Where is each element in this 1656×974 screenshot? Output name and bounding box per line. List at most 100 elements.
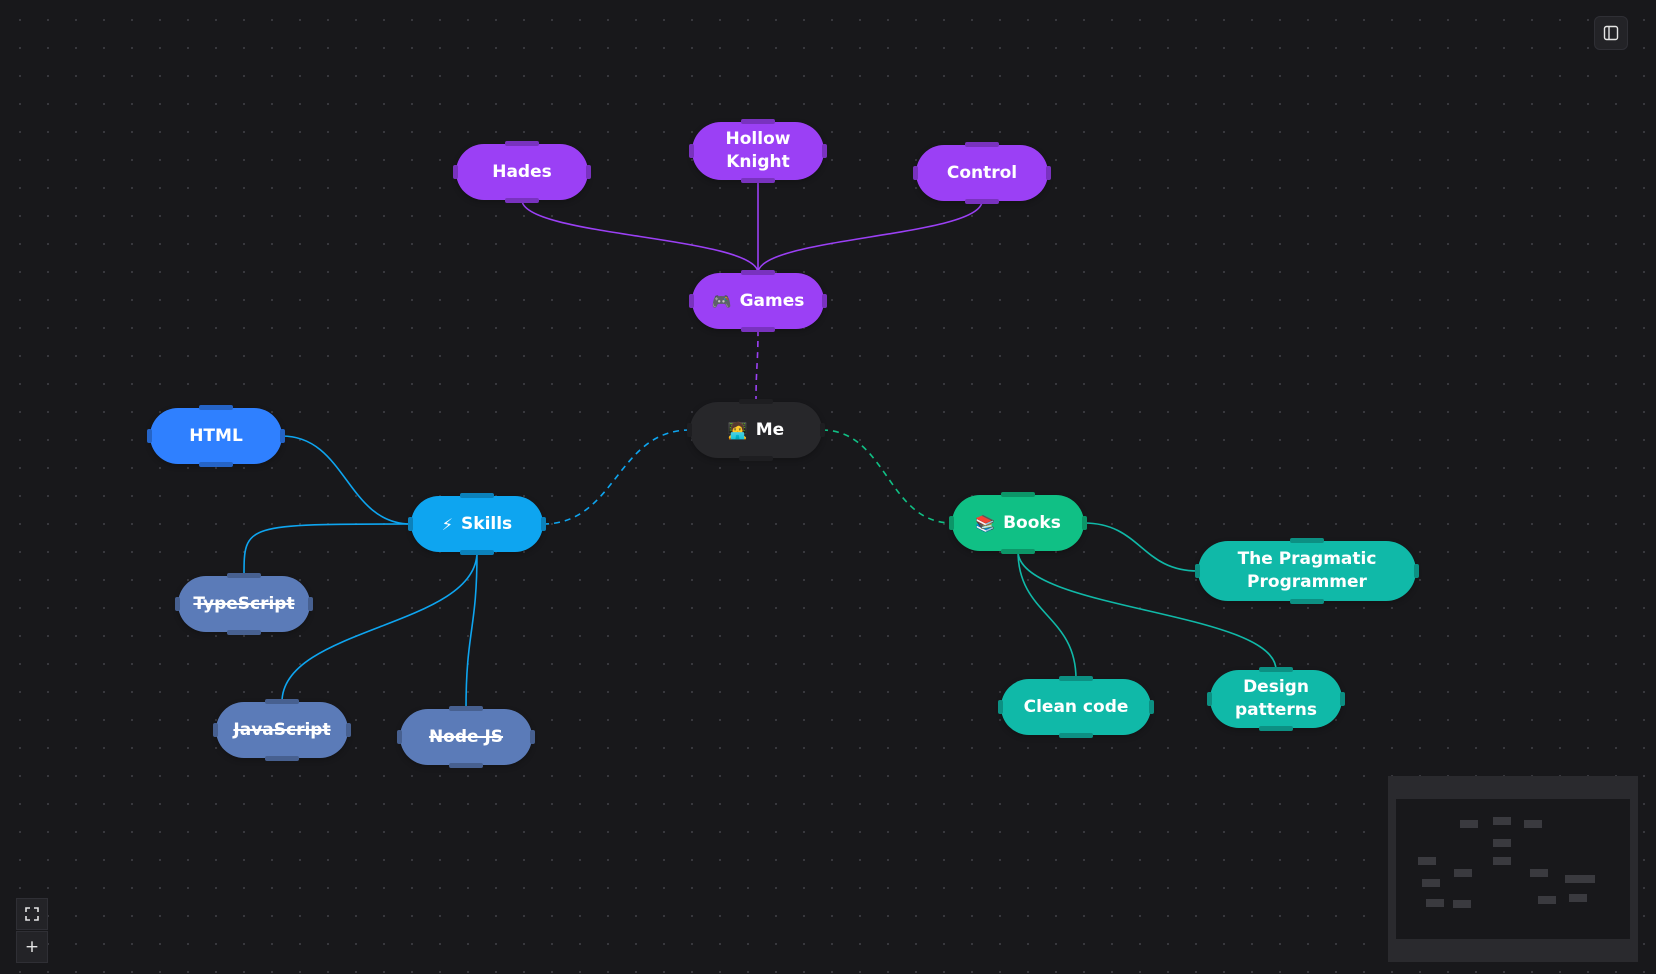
node-handle-right[interactable]	[1414, 564, 1419, 578]
node-handle-top[interactable]	[741, 270, 775, 275]
edge-books-clean-code	[1017, 550, 1077, 680]
edge-books-design-patterns	[1017, 550, 1277, 671]
node-handle-left[interactable]	[147, 429, 152, 443]
node-typescript[interactable]: TypeScript	[175, 573, 313, 635]
node-label: Clean code	[1023, 696, 1129, 717]
node-handle-top[interactable]	[741, 119, 775, 124]
node-handle-left[interactable]	[397, 730, 402, 744]
node-emoji-icon: 🧑‍💻	[727, 420, 748, 440]
edge-games-control	[757, 200, 983, 274]
node-me[interactable]: 🧑‍💻Me	[687, 399, 825, 461]
node-label: Hollow Knight	[725, 129, 791, 172]
node-nodejs[interactable]: Node JS	[397, 706, 535, 768]
node-handle-top[interactable]	[739, 399, 773, 404]
node-handle-top[interactable]	[460, 493, 494, 498]
node-handle-left[interactable]	[1207, 692, 1212, 706]
node-handle-right[interactable]	[1340, 692, 1345, 706]
node-handle-bottom[interactable]	[227, 630, 261, 635]
edge-me-books	[821, 429, 953, 524]
node-handle-right[interactable]	[280, 429, 285, 443]
node-handle-left[interactable]	[453, 165, 458, 179]
node-handle-left[interactable]	[175, 597, 180, 611]
minimap-node	[1538, 896, 1556, 904]
node-handle-top[interactable]	[1001, 492, 1035, 497]
node-handle-right[interactable]	[346, 723, 351, 737]
node-games[interactable]: 🎮 Games	[689, 270, 827, 332]
node-handle-left[interactable]	[949, 516, 954, 530]
node-hollow-knight[interactable]: Hollow Knight	[689, 119, 827, 183]
minimap-node	[1453, 900, 1471, 908]
minimap-node	[1565, 875, 1595, 883]
node-label: Skills	[461, 513, 513, 534]
node-handle-right[interactable]	[530, 730, 535, 744]
node-label: The Pragmatic Programmer	[1237, 549, 1377, 592]
node-skills[interactable]: ⚡ Skills	[408, 493, 546, 555]
node-hades[interactable]: Hades	[453, 141, 591, 203]
node-handle-right[interactable]	[822, 144, 827, 158]
node-handle-left[interactable]	[689, 294, 694, 308]
node-handle-right[interactable]	[820, 423, 825, 437]
plus-icon: +	[24, 937, 40, 957]
node-books[interactable]: 📚Books	[949, 492, 1087, 554]
sidebar-toggle-button[interactable]	[1594, 16, 1628, 50]
node-label: Node JS	[428, 726, 504, 747]
node-handle-top[interactable]	[1259, 667, 1293, 672]
node-handle-top[interactable]	[1059, 676, 1093, 681]
node-handle-bottom[interactable]	[505, 198, 539, 203]
edge-skills-javascript	[281, 551, 478, 703]
node-emoji-icon: ⚡	[441, 514, 454, 534]
node-handle-top[interactable]	[265, 699, 299, 704]
node-handle-left[interactable]	[213, 723, 218, 737]
node-handle-top[interactable]	[227, 573, 261, 578]
node-pragmatic[interactable]: The Pragmatic Programmer	[1195, 538, 1419, 604]
node-handle-right[interactable]	[1046, 166, 1051, 180]
node-label: Control	[946, 162, 1018, 183]
node-handle-bottom[interactable]	[739, 456, 773, 461]
node-handle-left[interactable]	[408, 517, 413, 531]
node-handle-bottom[interactable]	[1059, 733, 1093, 738]
node-label: Games	[739, 290, 805, 311]
node-handle-left[interactable]	[913, 166, 918, 180]
node-handle-right[interactable]	[1149, 700, 1154, 714]
node-handle-right[interactable]	[1082, 516, 1087, 530]
node-handle-bottom[interactable]	[965, 199, 999, 204]
node-handle-bottom[interactable]	[1001, 549, 1035, 554]
node-handle-top[interactable]	[1290, 538, 1324, 543]
fullscreen-icon	[25, 907, 39, 921]
node-handle-top[interactable]	[965, 142, 999, 147]
node-handle-right[interactable]	[822, 294, 827, 308]
node-handle-bottom[interactable]	[460, 550, 494, 555]
node-handle-top[interactable]	[505, 141, 539, 146]
node-handle-bottom[interactable]	[741, 327, 775, 332]
node-handle-bottom[interactable]	[1290, 599, 1324, 604]
node-handle-bottom[interactable]	[1259, 726, 1293, 731]
node-control[interactable]: Control	[913, 142, 1051, 204]
minimap-node	[1493, 839, 1511, 847]
minimap-node	[1418, 857, 1436, 865]
node-emoji-icon: 🎮	[711, 291, 732, 311]
node-handle-top[interactable]	[199, 405, 233, 410]
zoom-in-button[interactable]: +	[16, 931, 48, 963]
node-design-patterns[interactable]: Design patterns	[1207, 667, 1345, 731]
node-handle-right[interactable]	[541, 517, 546, 531]
node-handle-right[interactable]	[308, 597, 313, 611]
node-handle-right[interactable]	[586, 165, 591, 179]
node-handle-left[interactable]	[998, 700, 1003, 714]
node-handle-bottom[interactable]	[741, 178, 775, 183]
node-handle-bottom[interactable]	[265, 756, 299, 761]
node-javascript[interactable]: JavaScript	[213, 699, 351, 761]
node-handle-left[interactable]	[689, 144, 694, 158]
node-handle-bottom[interactable]	[449, 763, 483, 768]
node-handle-top[interactable]	[449, 706, 483, 711]
node-html[interactable]: HTML	[147, 405, 285, 467]
node-clean-code[interactable]: Clean code	[998, 676, 1154, 738]
sidebar-panel-icon	[1603, 25, 1619, 41]
node-label: Design patterns	[1234, 677, 1318, 720]
fit-view-button[interactable]	[16, 898, 48, 930]
node-handle-bottom[interactable]	[199, 462, 233, 467]
node-handle-left[interactable]	[687, 423, 692, 437]
node-handle-left[interactable]	[1195, 564, 1200, 578]
minimap[interactable]	[1388, 776, 1638, 962]
node-label: Books	[1003, 512, 1061, 533]
